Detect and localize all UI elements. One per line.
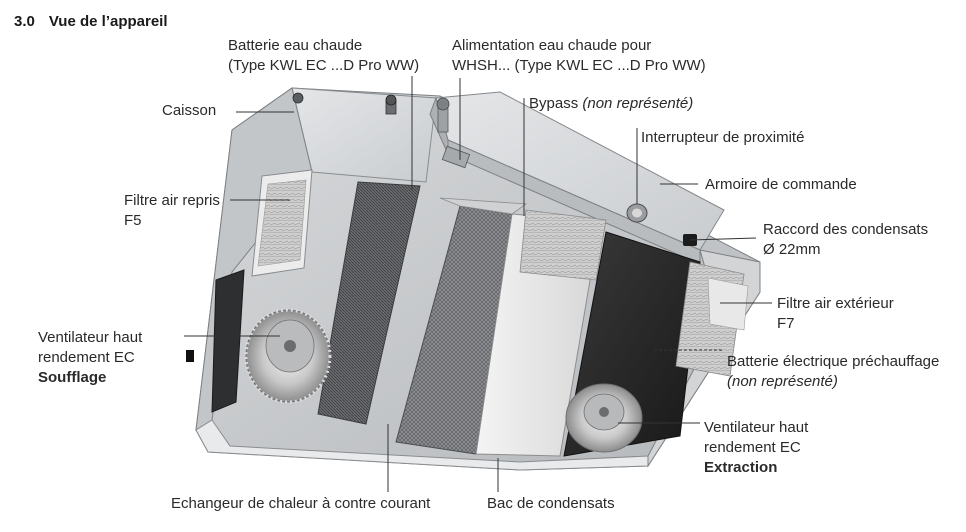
label-bac-condensats: Bac de condensats — [487, 495, 615, 512]
outdoor-filter-f7 — [675, 261, 749, 377]
section-number: 3.0 — [14, 13, 35, 30]
leader-raccord — [689, 237, 757, 241]
label-batterie-electrique: Batterie électrique préchauffage(non rep… — [727, 353, 940, 390]
label-bypass: Bypass (non représenté) — [529, 95, 694, 112]
supply-fan — [244, 308, 332, 404]
extract-fan — [565, 383, 643, 453]
lower-left-opening — [186, 269, 245, 413]
label-echangeur: Echangeur de chaleur à contre courant — [171, 495, 431, 512]
extract-filter-f5 — [251, 169, 313, 277]
section-title: 3.0 Vue de l’appareil — [14, 13, 168, 30]
label-caisson: Caisson — [162, 102, 217, 119]
label-bypass-note: (non représenté) — [582, 95, 694, 112]
proximity-switch — [626, 203, 648, 223]
label-batterie-eau-chaude: Batterie eau chaude(Type KWL EC ...D Pro… — [228, 37, 420, 74]
water-coil-connection — [292, 92, 397, 115]
label-armoire: Armoire de commande — [705, 176, 857, 193]
hot-water-supply — [436, 97, 471, 169]
label-interrupteur: Interrupteur de proximité — [641, 129, 805, 146]
section-heading: Vue de l’appareil — [48, 13, 168, 30]
leader-lines — [184, 76, 772, 492]
hot-water-coil — [317, 181, 421, 425]
